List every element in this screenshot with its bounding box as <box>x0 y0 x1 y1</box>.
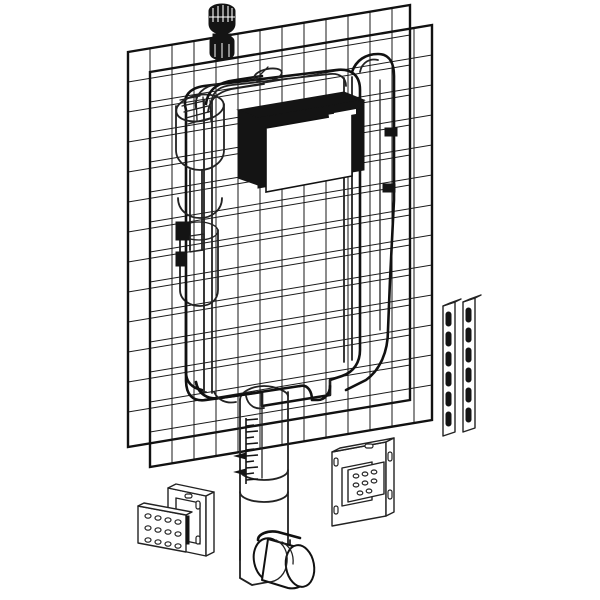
inlet-tubing <box>204 52 398 392</box>
cut-length-scale <box>233 418 259 484</box>
angle-valve <box>208 3 236 61</box>
rail-left <box>442 298 462 437</box>
insulation-mat-front <box>148 23 434 469</box>
wall-bracket-left <box>137 483 215 557</box>
flush-pipe <box>233 385 291 586</box>
actuator-opening <box>236 91 366 193</box>
outlet-elbow <box>252 530 316 590</box>
wall-bracket-right <box>331 437 395 527</box>
rail-right <box>462 294 482 433</box>
lower-frame-members <box>194 380 332 410</box>
